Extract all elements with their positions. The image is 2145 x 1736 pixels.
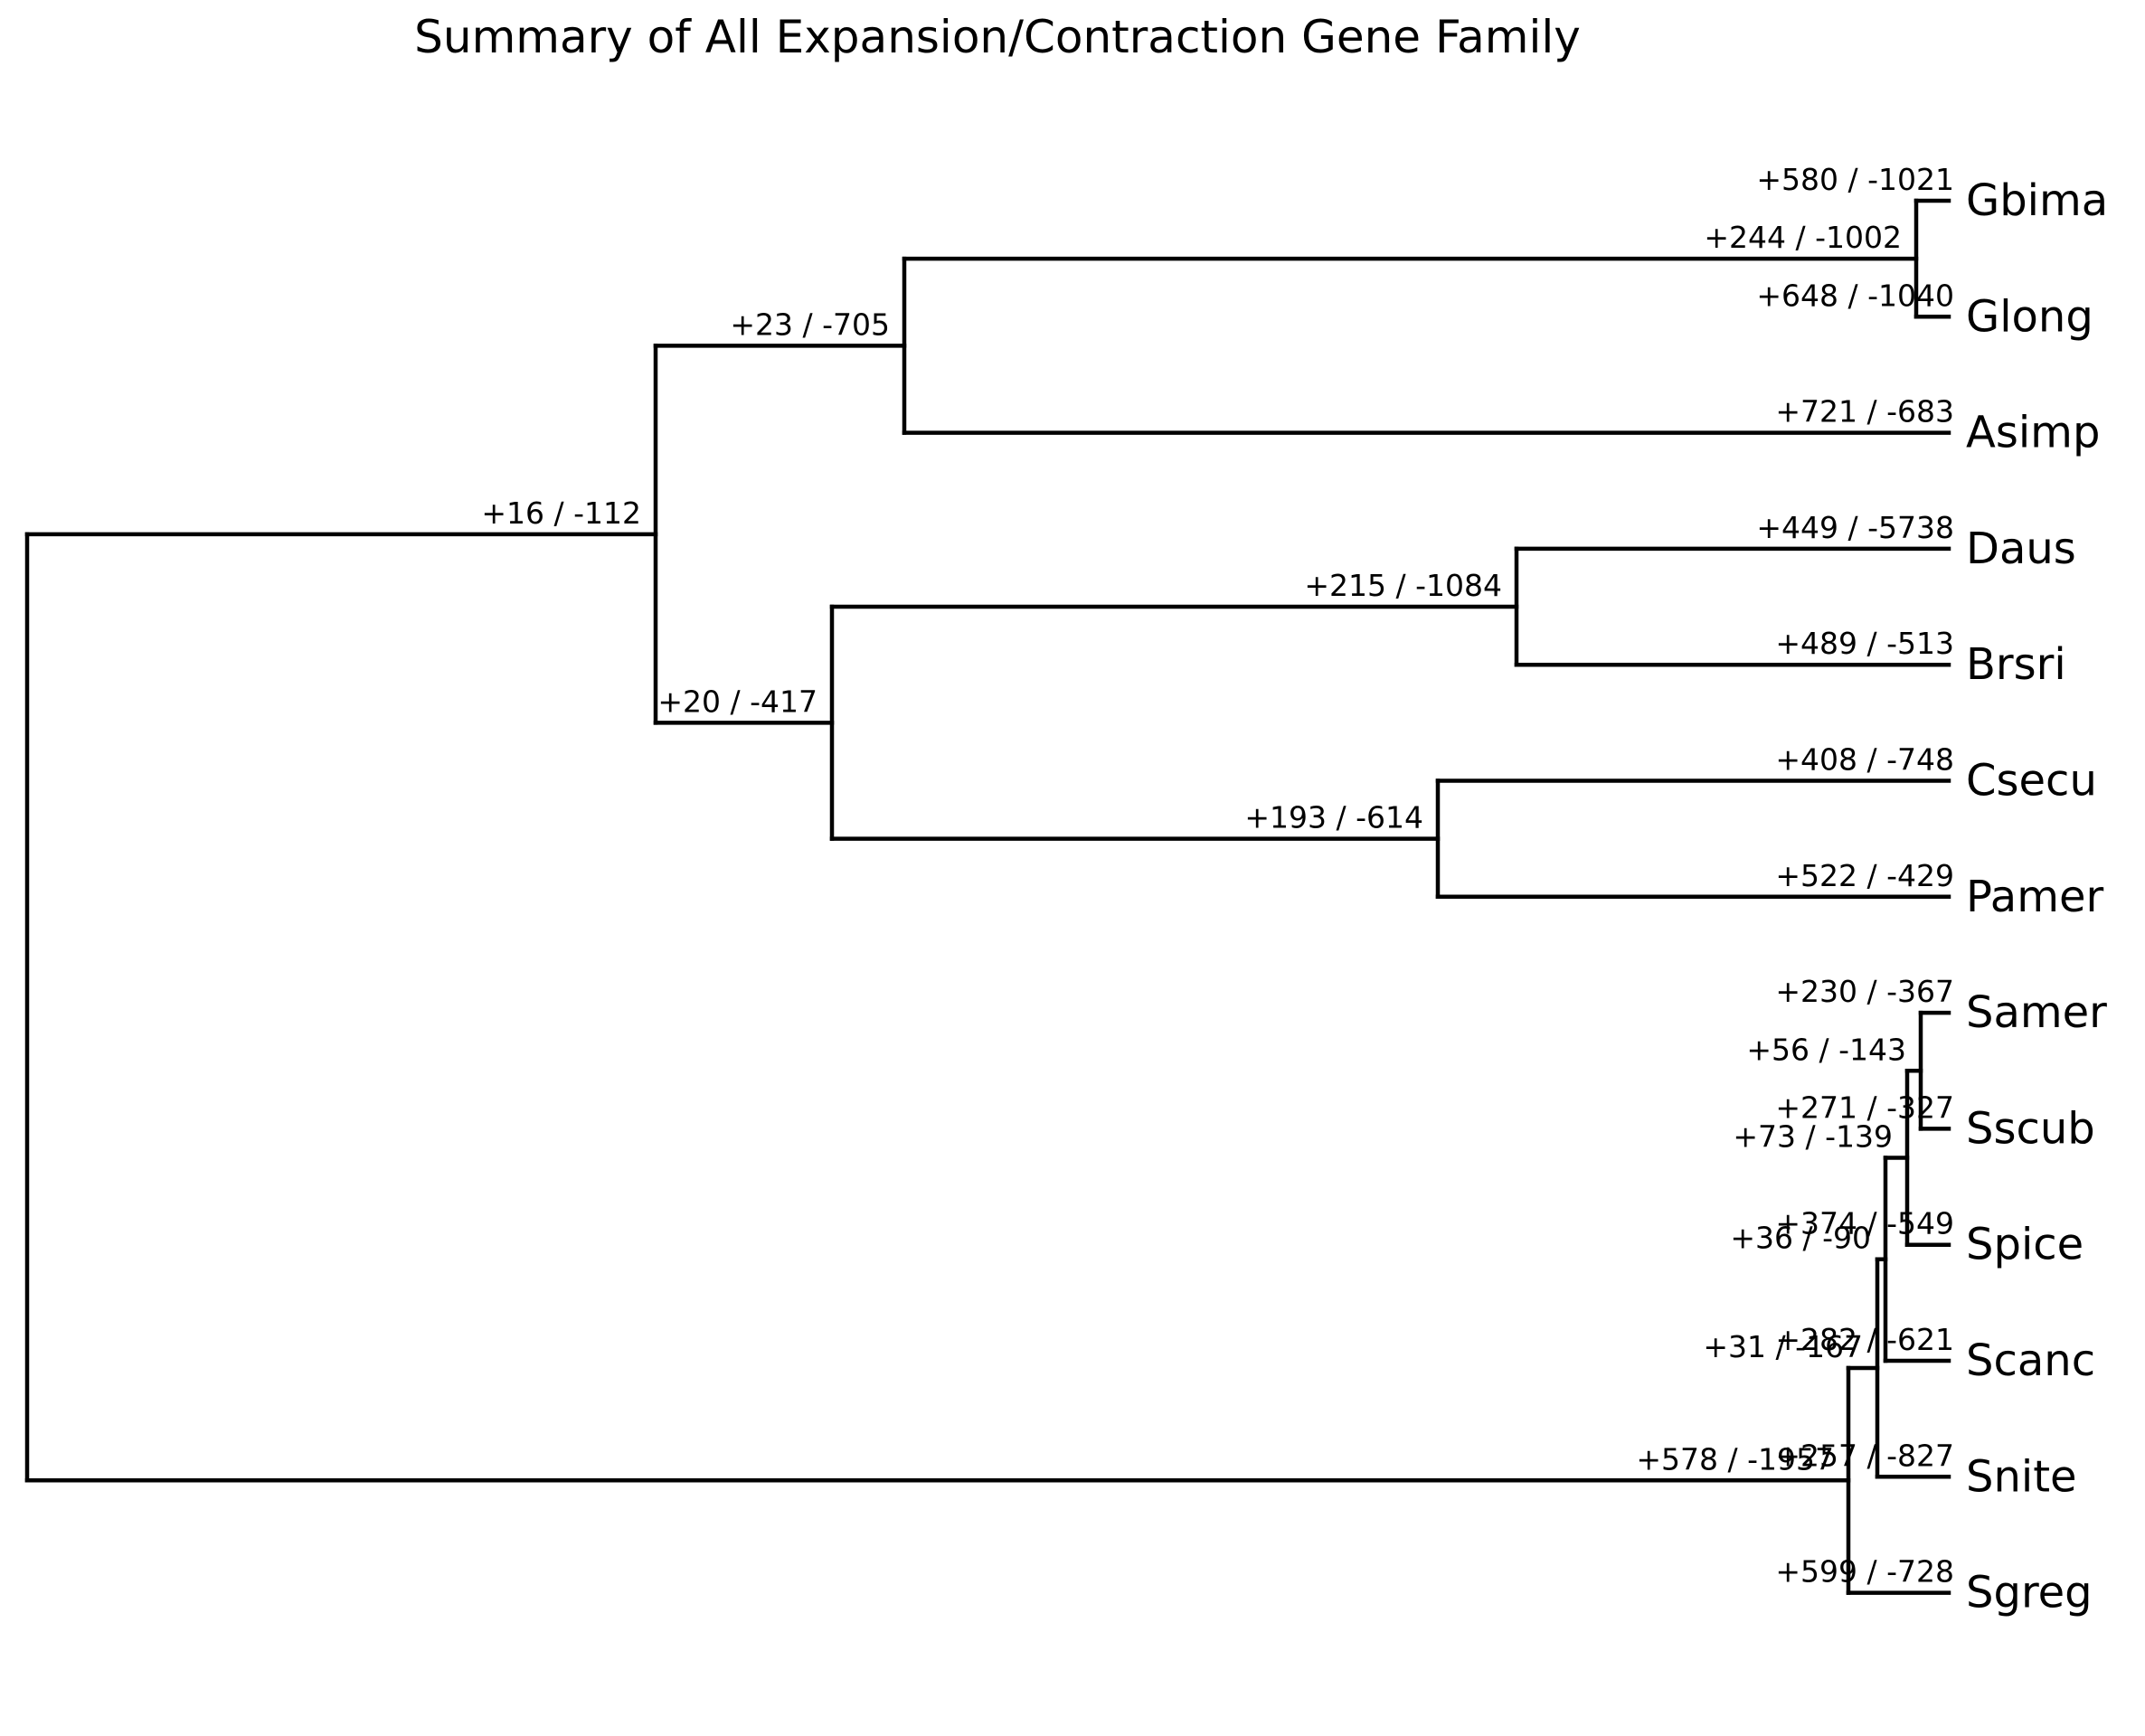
branch-label-clade-upper: +16 / -112 — [481, 495, 641, 531]
figure-title: Summary of All Expansion/Contraction Gen… — [414, 11, 1581, 63]
taxon-label-Sscub: Sscub — [1966, 1103, 2095, 1154]
branch-label-clade-samer-sscub: +56 / -143 — [1746, 1032, 1906, 1067]
taxon-label-Scanc: Scanc — [1966, 1335, 2095, 1386]
branch-label-clade-d: +31 / -167 — [1703, 1329, 1863, 1364]
branch-label-Sgreg: +599 / -728 — [1775, 1554, 1954, 1590]
branch-label-Spice: +374 / -549 — [1775, 1206, 1954, 1241]
branch-label-Samer: +230 / -367 — [1775, 974, 1954, 1009]
branch-label-clade-daus-brsri: +215 / -1084 — [1304, 568, 1502, 603]
taxon-label-Brsri: Brsri — [1966, 639, 2066, 690]
branch-label-Asimp: +721 / -683 — [1775, 394, 1954, 429]
branch-label-Gbima: +580 / -1021 — [1756, 162, 1954, 197]
taxon-label-Snite: Snite — [1966, 1451, 2077, 1502]
taxon-label-Daus: Daus — [1966, 524, 2076, 574]
branch-label-clade-c: +36 / -90 — [1730, 1221, 1871, 1256]
branch-label-clade-csecu-pamer: +193 / -614 — [1244, 800, 1423, 835]
taxon-label-Pamer: Pamer — [1966, 872, 2103, 922]
branch-label-Glong: +648 / -1040 — [1756, 278, 1954, 313]
branch-label-clade-schistocerca: +578 / -1957 — [1636, 1441, 1834, 1477]
branch-label-clade-b: +73 / -139 — [1733, 1118, 1893, 1154]
taxon-label-Csecu: Csecu — [1966, 756, 2097, 807]
tree-labels: +580 / -1021 Gbima +648 / -1040 Glong +244 /… — [481, 162, 2108, 1618]
branch-label-Pamer: +522 / -429 — [1775, 858, 1954, 893]
branch-label-Csecu: +408 / -748 — [1775, 742, 1954, 778]
branch-label-clade-gbima-glong-asimp: +23 / -705 — [730, 307, 890, 342]
branch-label-Scanc: +282 / -621 — [1775, 1322, 1954, 1357]
branch-label-Snite: +257 / -827 — [1775, 1438, 1954, 1473]
tree-branches — [24, 198, 1951, 1595]
branch-label-Daus: +449 / -5738 — [1756, 510, 1954, 545]
taxon-label-Asimp: Asimp — [1966, 408, 2100, 458]
taxon-label-Samer: Samer — [1966, 987, 2107, 1038]
taxon-label-Spice: Spice — [1966, 1220, 2084, 1270]
branch-label-Sscub: +271 / -327 — [1775, 1090, 1954, 1125]
branch-label-Brsri: +489 / -513 — [1775, 626, 1954, 661]
taxon-label-Gbima: Gbima — [1966, 175, 2108, 226]
taxon-label-Sgreg: Sgreg — [1966, 1568, 2093, 1618]
branch-label-clade-daus-pamer: +20 / -417 — [657, 684, 817, 719]
taxon-label-Glong: Glong — [1966, 291, 2093, 342]
branch-label-clade-gbima-glong: +244 / -1002 — [1704, 220, 1902, 255]
